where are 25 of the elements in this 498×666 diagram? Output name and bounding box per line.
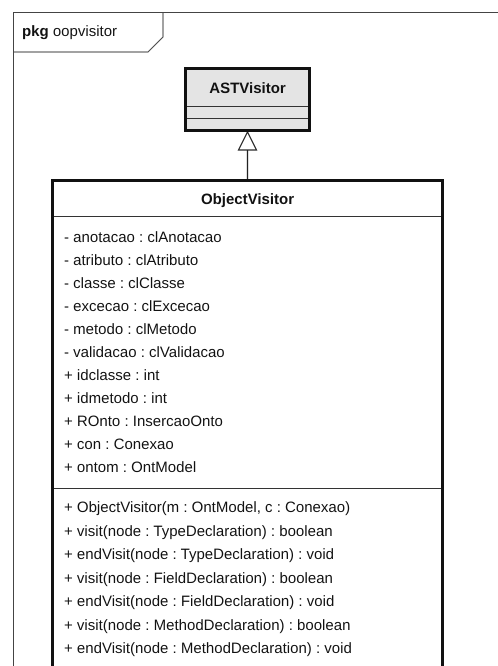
attribute-text: + ROnto : InsercaoOnto: [64, 412, 224, 432]
operation-text: + endVisit(node : TypeDeclaration) : void: [64, 545, 336, 565]
operation-text: + endVisit(node : FieldDeclaration) : void: [64, 592, 336, 612]
operation-text: + endVisit(node : MethodDeclaration) : void: [64, 639, 353, 659]
attribute-text: + idmetodo : int: [64, 389, 168, 409]
attribute-text: - anotacao : clAnotacao: [64, 228, 223, 248]
attribute-text: + ontom : OntModel: [64, 458, 198, 478]
package-frame: [13, 12, 498, 666]
operation-text: + ObjectVisitor(m : OntModel, c : Conexao): [64, 498, 352, 518]
operation-text: + visit(node : FieldDeclaration) : boolean: [64, 568, 334, 588]
package-label: pkg oopvisitor: [22, 23, 118, 40]
generalization-arrow: [238, 131, 258, 179]
class-box: [51, 179, 444, 666]
class-name: ASTVisitor: [209, 80, 286, 96]
attribute-text: - metodo : clMetodo: [64, 320, 198, 340]
attribute-text: + idclasse : int: [64, 366, 160, 386]
class-box: [184, 67, 311, 132]
attribute-text: - validacao : clValidacao: [64, 343, 226, 363]
operation-text: + visit(node : TypeDeclaration) : boolean: [64, 522, 334, 542]
class-name: ObjectVisitor: [200, 190, 294, 208]
attribute-text: + con : Conexao: [64, 435, 175, 455]
attribute-text: - atributo : clAtributo: [64, 251, 200, 271]
attribute-text: - excecao : clExcecao: [64, 297, 211, 317]
attribute-text: - classe : clClasse: [64, 274, 186, 294]
operation-text: + visit(node : MethodDeclaration) : boolean: [64, 616, 352, 636]
